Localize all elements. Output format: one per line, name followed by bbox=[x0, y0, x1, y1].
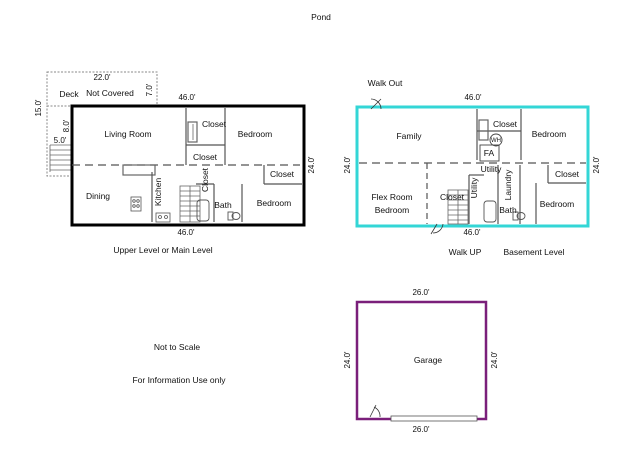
main-interior-walls bbox=[72, 108, 302, 222]
main-bedroom-upper-label: Bedroom bbox=[238, 129, 273, 139]
not-covered-label: Not Covered bbox=[86, 88, 134, 98]
walk-up-door bbox=[430, 223, 444, 235]
furnace-symbol: FA bbox=[479, 144, 500, 162]
deck-stairs bbox=[49, 144, 72, 172]
garage-bottom-dim: 26.0' bbox=[412, 425, 430, 434]
main-bottom-dim: 46.0' bbox=[177, 228, 195, 237]
info-use-note: For Information Use only bbox=[132, 375, 226, 385]
basement-interior-walls bbox=[359, 109, 586, 224]
basement-bottom-dim: 46.0' bbox=[463, 228, 481, 237]
utility-label: Utility bbox=[481, 164, 503, 174]
main-level-caption: Upper Level or Main Level bbox=[113, 245, 212, 255]
main-closet-upper-label: Closet bbox=[202, 119, 227, 129]
walk-out-label: Walk Out bbox=[368, 78, 403, 88]
basement-closet-middle-label: Closet bbox=[440, 192, 465, 202]
basement-bath-fixtures bbox=[483, 200, 526, 223]
basement-plan: FA WH 46.0' 46.0' 24.0' 24.0' Family Clo… bbox=[343, 93, 601, 237]
main-closet-vertical-label: Closet bbox=[200, 167, 210, 192]
deck-5-dim: 5.0' bbox=[54, 136, 67, 145]
basement-closet-right-label: Closet bbox=[555, 169, 580, 179]
fa-label: FA bbox=[484, 148, 495, 158]
utility-vertical-label: Utility bbox=[469, 177, 479, 199]
basement-top-dim: 46.0' bbox=[464, 93, 482, 102]
garage-top-dim: 26.0' bbox=[412, 288, 430, 297]
flex-room-label: Flex Room bbox=[371, 192, 412, 202]
garage-label: Garage bbox=[414, 355, 443, 365]
main-top-dim: 46.0' bbox=[178, 93, 196, 102]
main-bath-fixtures bbox=[196, 199, 241, 222]
deck-8-dim: 8.0' bbox=[62, 119, 71, 132]
main-closet-right-label: Closet bbox=[270, 169, 295, 179]
main-closet-middle-label: Closet bbox=[193, 152, 218, 162]
garage-right-dim: 24.0' bbox=[490, 351, 499, 369]
kitchen-fixtures bbox=[130, 196, 171, 223]
garage-plan: 26.0' 26.0' 24.0' 24.0' Garage bbox=[343, 288, 499, 434]
main-level-plan: 22.0' Deck Not Covered 7.0' 15.0' 8.0' 5… bbox=[34, 71, 316, 237]
laundry-label: Laundry bbox=[503, 169, 513, 200]
basement-bedroom-lower-label: Bedroom bbox=[540, 199, 575, 209]
dining-label: Dining bbox=[86, 191, 110, 201]
garage-entry-door bbox=[369, 404, 381, 418]
living-room-label: Living Room bbox=[104, 129, 151, 139]
kitchen-label: Kitchen bbox=[153, 178, 163, 207]
basement-bath-label: Bath bbox=[499, 205, 517, 215]
basement-exterior-wall bbox=[355, 105, 590, 228]
main-bedroom-lower-label: Bedroom bbox=[257, 198, 292, 208]
main-right-dim: 24.0' bbox=[307, 156, 316, 174]
walk-out-door bbox=[370, 98, 382, 110]
garage-door bbox=[390, 415, 478, 422]
deck-label: Deck bbox=[59, 89, 79, 99]
pond-label: Pond bbox=[311, 12, 331, 22]
flex-bedroom-label: Bedroom bbox=[375, 205, 410, 215]
basement-closet-upper-label: Closet bbox=[493, 119, 518, 129]
basement-right-dim: 24.0' bbox=[592, 156, 601, 174]
water-heater-symbol: WH bbox=[489, 133, 503, 147]
wh-label: WH bbox=[491, 138, 501, 144]
deck-side-dim: 7.0' bbox=[145, 83, 154, 96]
basement-stairs bbox=[447, 189, 469, 225]
deck-depth-dim: 15.0' bbox=[34, 99, 43, 117]
basement-left-dim: 24.0' bbox=[343, 156, 352, 174]
family-label: Family bbox=[396, 131, 422, 141]
basement-caption: Basement Level bbox=[504, 247, 565, 257]
walk-up-label: Walk UP bbox=[449, 247, 482, 257]
garage-left-dim: 24.0' bbox=[343, 351, 352, 369]
not-to-scale-note: Not to Scale bbox=[154, 342, 201, 352]
deck-width-dim: 22.0' bbox=[93, 73, 111, 82]
main-bath-label: Bath bbox=[214, 200, 232, 210]
basement-bedroom-upper-label: Bedroom bbox=[532, 129, 567, 139]
